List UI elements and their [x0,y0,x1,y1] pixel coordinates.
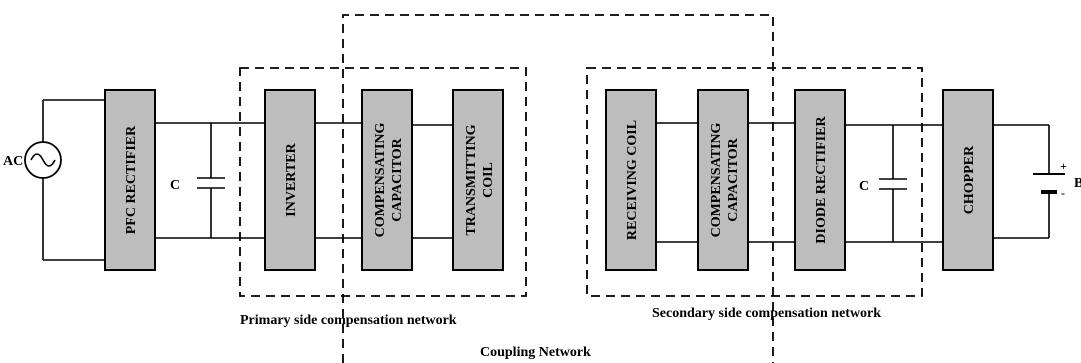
compensating-capacitor-primary-block [361,89,413,271]
transmitting-coil-label-line1: TRANSMITTING [464,124,479,235]
pfc-rectifier-block [104,89,156,271]
compensating-capacitor-secondary-block [697,89,749,271]
blocks [104,89,994,271]
capacitor-secondary-label: C [859,179,869,194]
secondary-side-region [586,67,923,297]
region-boxes [239,14,923,363]
coupling-network-label: Coupling Network [480,345,591,360]
battery: + - B [1033,159,1081,200]
ac-source: AC [3,141,62,179]
chopper-label: CHOPPER [962,145,977,214]
inverter-label: INVERTER [284,142,299,216]
ac-source-label: AC [3,154,23,169]
diode-rectifier-label: DIODE RECTIFIER [814,116,829,244]
compensating-capacitor-primary-label-line1: COMPENSATING [373,122,388,237]
primary-side-label: Primary side compensation network [240,313,457,328]
sine-wave-icon [30,153,56,167]
compensating-capacitor-secondary-label-line2: CAPACITOR [726,137,741,221]
battery-label: B [1074,176,1081,191]
transmitting-coil-label-line2: COIL [481,162,496,198]
battery-minus-label: - [1061,186,1065,200]
chopper-block [942,89,994,271]
battery-plus-label: + [1060,159,1067,173]
wires [42,99,1050,261]
coupling-network-region [342,14,774,363]
compensating-capacitor-primary-label-line2: CAPACITOR [390,137,405,221]
inverter-block [264,89,316,271]
diode-rectifier-block [794,89,846,271]
receiving-coil-block [605,89,657,271]
primary-side-region [239,67,527,297]
receiving-coil-label: RECEIVING COIL [625,120,640,240]
block-labels: PFC RECTIFIER INVERTER COMPENSATING CAPA… [124,116,977,244]
secondary-side-label: Secondary side compensation network [652,306,881,321]
compensating-capacitor-secondary-label-line1: COMPENSATING [709,122,724,237]
transmitting-coil-block [452,89,504,271]
capacitor-primary-label: C [170,178,180,193]
pfc-rectifier-label: PFC RECTIFIER [124,125,139,234]
